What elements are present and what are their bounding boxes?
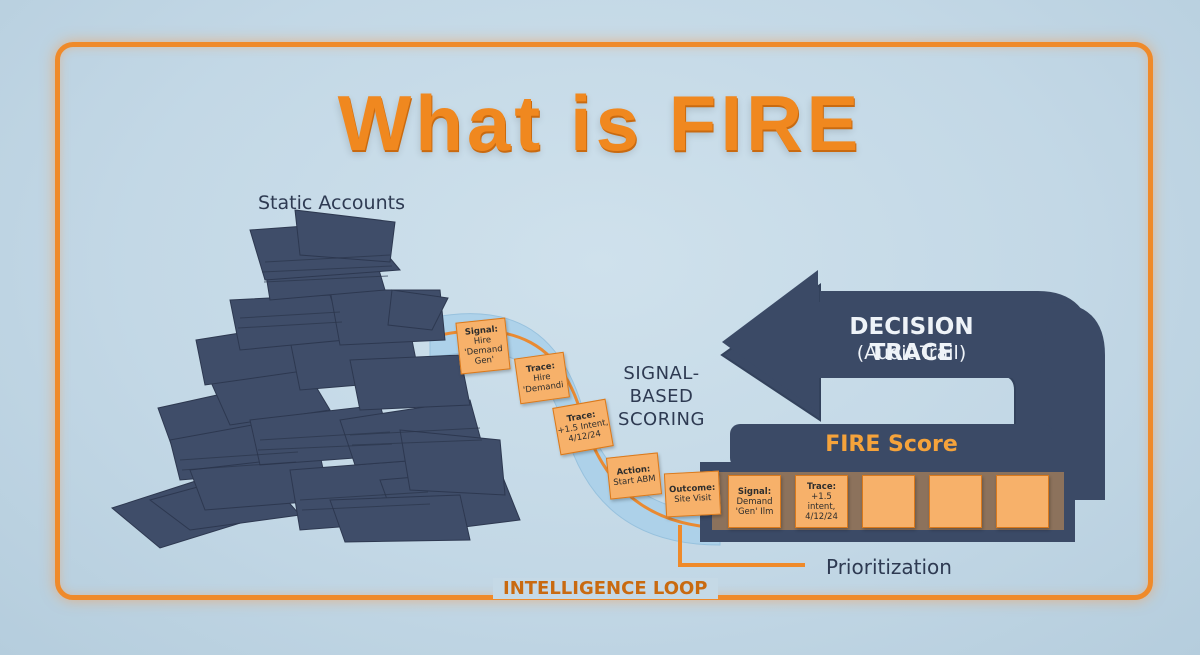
path-note-signal: Signal:Hire 'Demand Gen' — [455, 317, 511, 375]
path-note-action: Action:Start ABM — [605, 452, 663, 500]
static-accounts-label: Static Accounts — [258, 192, 405, 214]
static-accounts-pile — [110, 209, 521, 549]
path-note-trace-intent: Trace:+1.5 Intent, 4/12/24 — [552, 398, 614, 456]
fire-score-cell-trace: Trace:+1.5 intent, 4/12/24 — [795, 475, 848, 528]
fire-score-header — [730, 424, 1053, 468]
fire-score-cell-empty — [862, 475, 915, 528]
page-title: What is FIRE — [337, 79, 863, 167]
decision-trace-subtitle: (Audit Trail) — [856, 342, 967, 364]
decision-trace-arrowhead — [722, 270, 818, 412]
prioritization-label: Prioritization — [826, 555, 952, 579]
fire-score-title: FIRE Score — [825, 432, 958, 457]
path-note-outcome: Outcome:Site Visit — [663, 470, 722, 518]
intelligence-loop-label: INTELLIGENCE LOOP — [493, 578, 718, 599]
decision-trace-title: DECISION TRACE — [849, 314, 974, 366]
signal-scoring-label: SIGNAL-BASED SCORING — [618, 363, 705, 430]
fire-score-cell-empty — [996, 475, 1049, 528]
fire-score-cell-signal: Signal:Demand 'Gen' Ilm — [728, 475, 781, 528]
path-note-trace-hire: Trace:Hire 'Demandi — [514, 351, 570, 405]
fire-score-cell-empty — [929, 475, 982, 528]
prioritization-bracket — [678, 525, 805, 567]
